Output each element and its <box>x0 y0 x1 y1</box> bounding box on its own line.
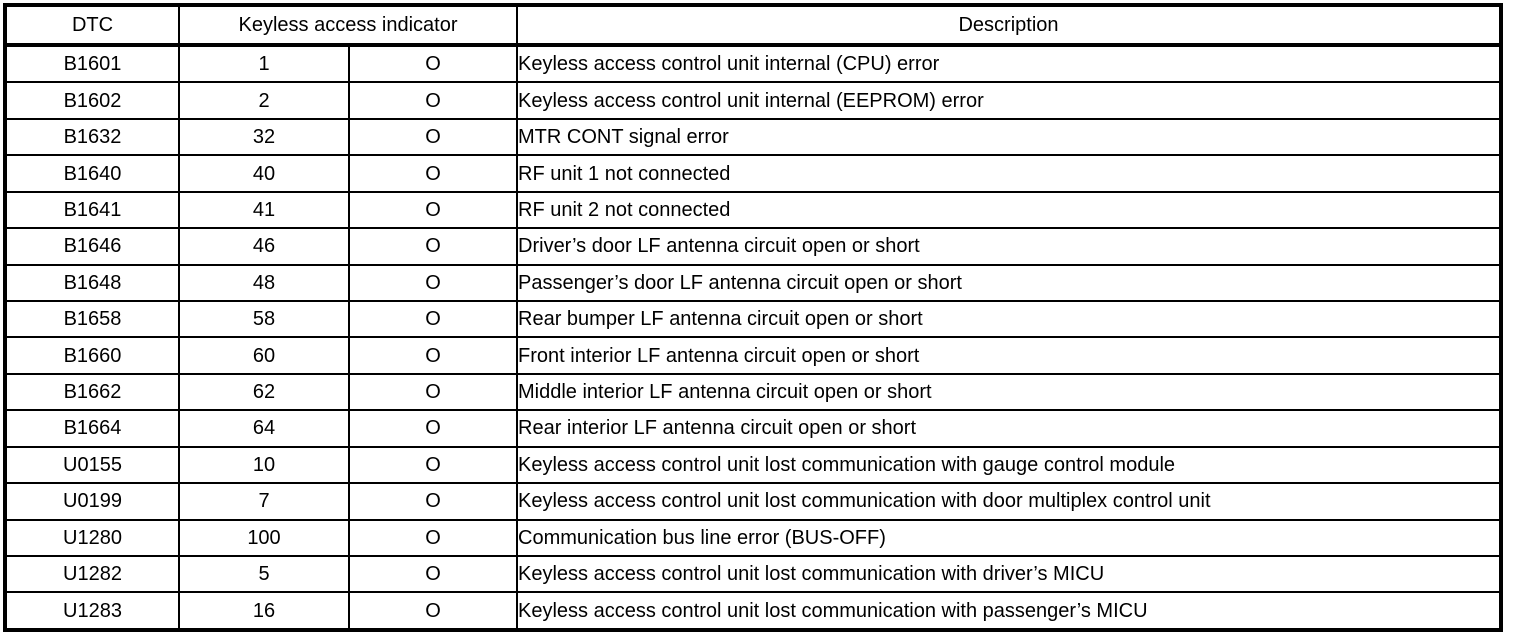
indicator-mark-cell: O <box>347 81 519 120</box>
indicator-code-cell: 64 <box>178 409 350 448</box>
table-body: B1601 1 O Keyless access control unit in… <box>4 43 1502 631</box>
indicator-mark-cell: O <box>347 482 519 521</box>
dtc-code-cell: B1660 <box>4 336 180 375</box>
indicator-code-cell: 1 <box>178 43 350 84</box>
description-cell: RF unit 1 not connected <box>516 154 1502 193</box>
table-row: U1283 16 O Keyless access control unit l… <box>4 591 1502 631</box>
table-header-row: DTC Keyless access indicator Description <box>4 4 1502 47</box>
description-cell: Communication bus line error (BUS-OFF) <box>516 518 1502 557</box>
indicator-code-cell: 48 <box>178 263 350 303</box>
description-cell: Keyless access control unit lost communi… <box>516 482 1502 521</box>
description-cell: Middle interior LF antenna circuit open … <box>516 372 1502 412</box>
table-row: U0199 7 O Keyless access control unit lo… <box>4 482 1502 521</box>
table-row: B1602 2 O Keyless access control unit in… <box>4 81 1502 120</box>
dtc-code-cell: B1640 <box>4 154 180 193</box>
dtc-code-cell: B1602 <box>4 81 180 120</box>
table-row: B1662 62 O Middle interior LF antenna ci… <box>4 372 1502 412</box>
indicator-code-cell: 62 <box>178 372 350 412</box>
description-cell: Driver’s door LF antenna circuit open or… <box>516 227 1502 266</box>
description-cell: Rear interior LF antenna circuit open or… <box>516 409 1502 448</box>
indicator-mark-cell: O <box>347 591 519 631</box>
indicator-code-cell: 7 <box>178 482 350 521</box>
dtc-code-cell: U0199 <box>4 482 180 521</box>
description-cell: RF unit 2 not connected <box>516 190 1502 230</box>
indicator-mark-cell: O <box>347 43 519 84</box>
dtc-code-cell: U1282 <box>4 554 180 594</box>
indicator-mark-cell: O <box>347 117 519 157</box>
indicator-mark-cell: O <box>347 154 519 193</box>
indicator-mark-cell: O <box>347 263 519 303</box>
description-cell: Front interior LF antenna circuit open o… <box>516 336 1502 375</box>
indicator-mark-cell: O <box>347 554 519 594</box>
indicator-code-cell: 41 <box>178 190 350 230</box>
indicator-mark-cell: O <box>347 299 519 339</box>
dtc-table: DTC Keyless access indicator Description… <box>3 3 1503 632</box>
indicator-code-cell: 100 <box>178 518 350 557</box>
dtc-code-cell: B1601 <box>4 43 180 84</box>
dtc-code-cell: B1632 <box>4 117 180 157</box>
description-cell: Keyless access control unit lost communi… <box>516 554 1502 594</box>
table-row: B1640 40 O RF unit 1 not connected <box>4 154 1502 193</box>
indicator-code-cell: 2 <box>178 81 350 120</box>
dtc-code-cell: U1280 <box>4 518 180 557</box>
indicator-mark-cell: O <box>347 227 519 266</box>
header-dtc: DTC <box>4 4 180 47</box>
table-row: U0155 10 O Keyless access control unit l… <box>4 445 1502 485</box>
dtc-code-cell: B1658 <box>4 299 180 339</box>
description-cell: Keyless access control unit lost communi… <box>516 445 1502 485</box>
table-row: B1641 41 O RF unit 2 not connected <box>4 190 1502 230</box>
table-row: B1632 32 O MTR CONT signal error <box>4 117 1502 157</box>
header-keyless-access-indicator: Keyless access indicator <box>177 4 519 47</box>
indicator-mark-cell: O <box>347 190 519 230</box>
dtc-code-cell: U0155 <box>4 445 180 485</box>
dtc-code-cell: B1646 <box>4 227 180 266</box>
indicator-code-cell: 60 <box>178 336 350 375</box>
indicator-code-cell: 58 <box>178 299 350 339</box>
description-cell: Keyless access control unit internal (EE… <box>516 81 1502 120</box>
indicator-code-cell: 32 <box>178 117 350 157</box>
indicator-mark-cell: O <box>347 445 519 485</box>
indicator-code-cell: 40 <box>178 154 350 193</box>
dtc-code-cell: B1664 <box>4 409 180 448</box>
dtc-code-cell: B1641 <box>4 190 180 230</box>
table-row: B1648 48 O Passenger’s door LF antenna c… <box>4 263 1502 303</box>
table-row: B1646 46 O Driver’s door LF antenna circ… <box>4 227 1502 266</box>
indicator-mark-cell: O <box>347 409 519 448</box>
indicator-code-cell: 46 <box>178 227 350 266</box>
indicator-code-cell: 5 <box>178 554 350 594</box>
table-row: U1280 100 O Communication bus line error… <box>4 518 1502 557</box>
table-row: B1601 1 O Keyless access control unit in… <box>4 43 1502 84</box>
indicator-mark-cell: O <box>347 372 519 412</box>
description-cell: MTR CONT signal error <box>516 117 1502 157</box>
table-row: B1664 64 O Rear interior LF antenna circ… <box>4 409 1502 448</box>
description-cell: Keyless access control unit lost communi… <box>516 591 1502 631</box>
indicator-mark-cell: O <box>347 518 519 557</box>
header-description: Description <box>516 4 1502 47</box>
table-row: U1282 5 O Keyless access control unit lo… <box>4 554 1502 594</box>
dtc-code-cell: U1283 <box>4 591 180 631</box>
table-row: B1658 58 O Rear bumper LF antenna circui… <box>4 299 1502 339</box>
indicator-mark-cell: O <box>347 336 519 375</box>
description-cell: Rear bumper LF antenna circuit open or s… <box>516 299 1502 339</box>
indicator-code-cell: 10 <box>178 445 350 485</box>
description-cell: Passenger’s door LF antenna circuit open… <box>516 263 1502 303</box>
description-cell: Keyless access control unit internal (CP… <box>516 43 1502 84</box>
dtc-code-cell: B1648 <box>4 263 180 303</box>
indicator-code-cell: 16 <box>178 591 350 631</box>
table-row: B1660 60 O Front interior LF antenna cir… <box>4 336 1502 375</box>
dtc-code-cell: B1662 <box>4 372 180 412</box>
